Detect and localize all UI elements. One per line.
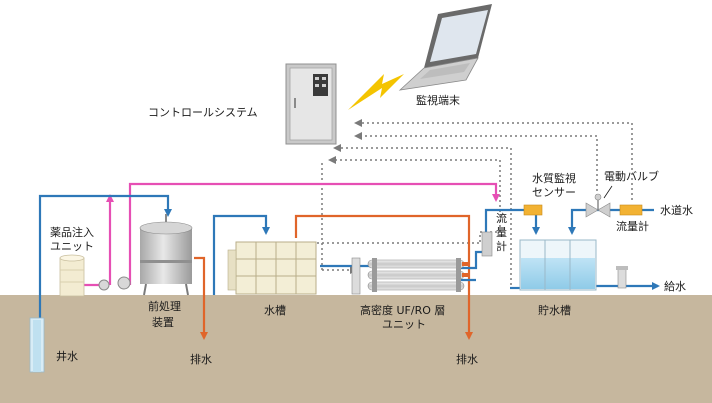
well-water-label: 井水 [56,349,78,363]
pretreatment-label-1: 前処理 [148,299,181,313]
uf-ro-unit [351,257,470,295]
storage-tank [519,239,597,291]
chemical-tank [59,254,85,297]
well-pipe [29,317,45,373]
flowmeter-label: 流量計 [616,219,649,233]
chemical-pump-icon [98,276,131,291]
quality-sensor-label-1: 水質監視 [532,171,576,185]
flowmeter-vertical-label-1: 流 [496,211,507,225]
quality-sensor-label-2: センサー [532,186,576,199]
wireless-lightning-icon [348,74,404,110]
ufro-label-1: 高密度 UF/RO 層 [360,303,445,317]
pretreatment-tank [139,214,193,296]
flowmeter-icon [619,204,643,216]
drain-label-2: 排水 [456,352,478,366]
control-system-label: コントロールシステム [148,106,258,119]
monitor-terminal-label: 監視端末 [416,93,460,107]
ufro-label-2: ユニット [382,318,426,331]
chemical-injection-label-1: 薬品注入 [50,225,94,239]
motor-valve-label: 電動バルブ [604,169,659,183]
motor-valve-icon [585,193,611,218]
pretreatment-label-2: 装置 [152,316,174,329]
laptop-icon [398,4,492,91]
flowmeter-vertical-label-3: 計 [496,239,507,253]
valve-pointer-line [603,185,613,199]
water-supply-label: 給水 [664,279,686,293]
supply-pump-icon [616,266,628,289]
flowmeter-vertical-icon [481,231,493,257]
city-water-label: 水道水 [660,203,693,217]
chemical-injection-label-2: ユニット [50,240,94,253]
drain-label-1: 排水 [190,352,212,366]
control-signal-lines [302,119,633,285]
storage-tank-label: 貯水槽 [538,304,571,317]
water-quality-sensor-icon [523,204,543,216]
control-cabinet-icon [285,63,337,145]
water-tank [227,241,317,295]
flowmeter-vertical-label-2: 量 [496,226,507,239]
water-tank-label: 水槽 [264,304,286,317]
ground [0,295,712,403]
